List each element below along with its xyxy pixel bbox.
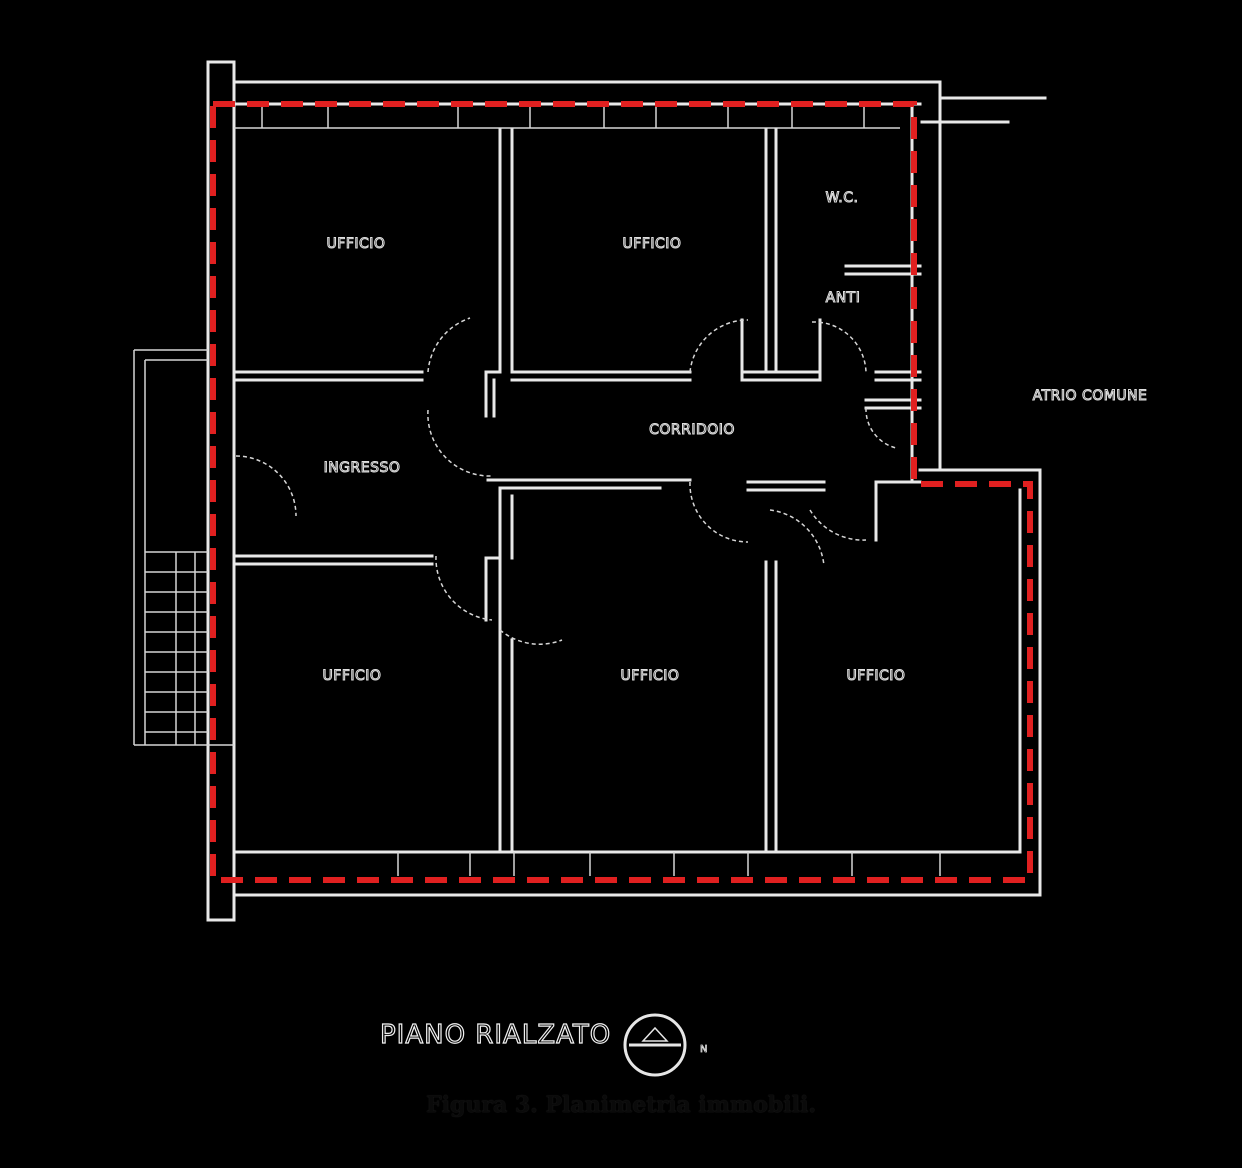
windows-bottom [397, 852, 941, 876]
room-label-ingresso: INGRESSO [324, 460, 401, 476]
room-label-ufficio-5: UFFICIO [847, 668, 906, 684]
property-boundary [210, 101, 1033, 883]
room-label-wc: W.C. [826, 190, 859, 206]
interior-walls [232, 102, 922, 854]
room-label-corridoio: CORRIDOIO [649, 422, 735, 438]
room-label-ufficio-3: UFFICIO [323, 668, 382, 684]
room-label-anti: ANTI [826, 290, 861, 306]
room-label-atrio: ATRIO COMUNE [1033, 388, 1148, 404]
svg-text:N: N [700, 1044, 707, 1055]
external-stair [133, 349, 234, 746]
outer-walls [206, 60, 1047, 922]
room-label-ufficio-4: UFFICIO [621, 668, 680, 684]
windows-top [234, 104, 900, 129]
room-label-ufficio-1: UFFICIO [327, 236, 386, 252]
figure-caption: Figura 3. Planimetria immobili. [426, 1092, 816, 1118]
door-swings [235, 317, 897, 645]
floor-title: PIANO RIALZATO [379, 1019, 612, 1050]
north-arrow-icon: N [623, 1013, 708, 1077]
room-label-ufficio-2: UFFICIO [623, 236, 682, 252]
